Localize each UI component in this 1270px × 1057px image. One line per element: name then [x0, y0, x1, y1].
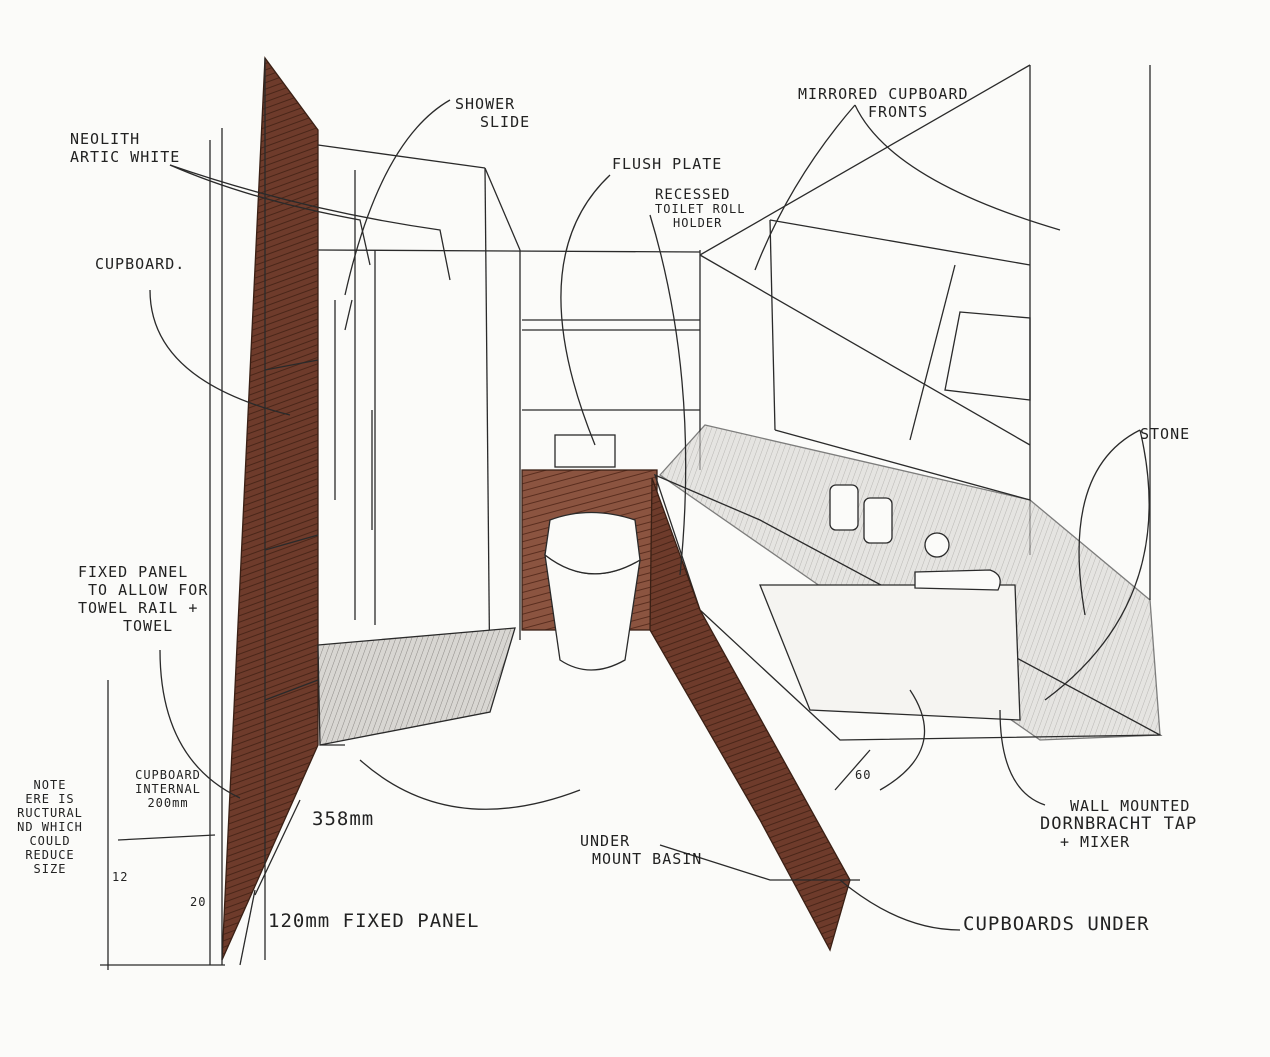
- label-recessed-line: RECESSED: [655, 187, 731, 203]
- label-under-mount-basin: UNDER MOUNT BASIN: [580, 832, 702, 868]
- label-neolith-line: NEOLITH: [70, 130, 141, 148]
- label-fixed-panel-line: TOWEL RAIL +: [78, 599, 199, 617]
- label-stone: STONE: [1140, 425, 1191, 443]
- label-note-line: RUCTURAL: [17, 806, 83, 820]
- label-note: NOTE ERE IS RUCTURAL ND WHICH COULD REDU…: [0, 778, 100, 876]
- label-note-line: ND WHICH: [17, 820, 83, 834]
- label-mirrored-cupboard: MIRRORED CUPBOARD FRONTS: [798, 85, 969, 121]
- label-dim-60: 60: [855, 768, 872, 782]
- label-under-mount-line: UNDER: [580, 832, 631, 850]
- label-cupboard: CUPBOARD.: [95, 255, 186, 273]
- label-fixed-panel-line: TO ALLOW FOR: [88, 581, 209, 599]
- label-cupboard-internal-line: INTERNAL: [135, 782, 201, 796]
- label-cupboard-internal-line: 200mm: [147, 796, 189, 810]
- label-note-line: ERE IS: [25, 792, 75, 806]
- label-mirrored-line: MIRRORED CUPBOARD: [798, 85, 969, 103]
- label-flush-plate: FLUSH PLATE: [612, 155, 723, 173]
- label-wall-mounted-line: DORNBRACHT TAP: [1040, 814, 1198, 834]
- label-neolith-line: ARTIC WHITE: [70, 148, 181, 166]
- label-wall-mounted-tap: WALL MOUNTED DORNBRACHT TAP + MIXER: [1040, 797, 1197, 851]
- label-note-line: REDUCE: [25, 848, 75, 862]
- label-cupboard-internal-line: CUPBOARD: [135, 768, 201, 782]
- label-dim-12: 12: [112, 870, 129, 884]
- label-shower-slide-line: SHOWER: [455, 95, 516, 113]
- label-under-mount-line: MOUNT BASIN: [592, 850, 703, 868]
- label-recessed-holder: RECESSED TOILET ROLL HOLDER: [655, 188, 745, 230]
- label-recessed-line: TOILET ROLL: [655, 202, 746, 216]
- label-note-line: NOTE: [33, 778, 67, 792]
- label-shower-slide: SHOWER SLIDE: [455, 95, 530, 131]
- label-dim-358: 358mm: [312, 808, 375, 830]
- label-fixed-panel-120: 120mm FIXED PANEL: [268, 910, 480, 932]
- construction-lines: [100, 56, 1163, 970]
- label-shower-slide-line: SLIDE: [480, 113, 531, 131]
- label-fixed-panel-line: TOWEL: [123, 617, 174, 635]
- label-dim-20: 20: [190, 895, 207, 909]
- label-wall-mounted-line: + MIXER: [1060, 833, 1131, 851]
- label-cupboard-internal: CUPBOARD INTERNAL 200mm: [128, 768, 208, 810]
- label-mirrored-line: FRONTS: [868, 103, 929, 121]
- label-cupboards-under: CUPBOARDS UNDER: [963, 913, 1150, 935]
- label-fixed-panel-line: FIXED PANEL: [78, 563, 189, 581]
- label-neolith: NEOLITH ARTIC WHITE: [70, 130, 180, 166]
- label-note-line: SIZE: [33, 862, 67, 876]
- cupboard-wall: [221, 56, 319, 961]
- label-wall-mounted-line: WALL MOUNTED: [1070, 797, 1191, 815]
- label-fixed-panel: FIXED PANEL TO ALLOW FOR TOWEL RAIL + TO…: [78, 563, 208, 635]
- label-recessed-line: HOLDER: [673, 216, 723, 230]
- label-note-line: COULD: [29, 834, 71, 848]
